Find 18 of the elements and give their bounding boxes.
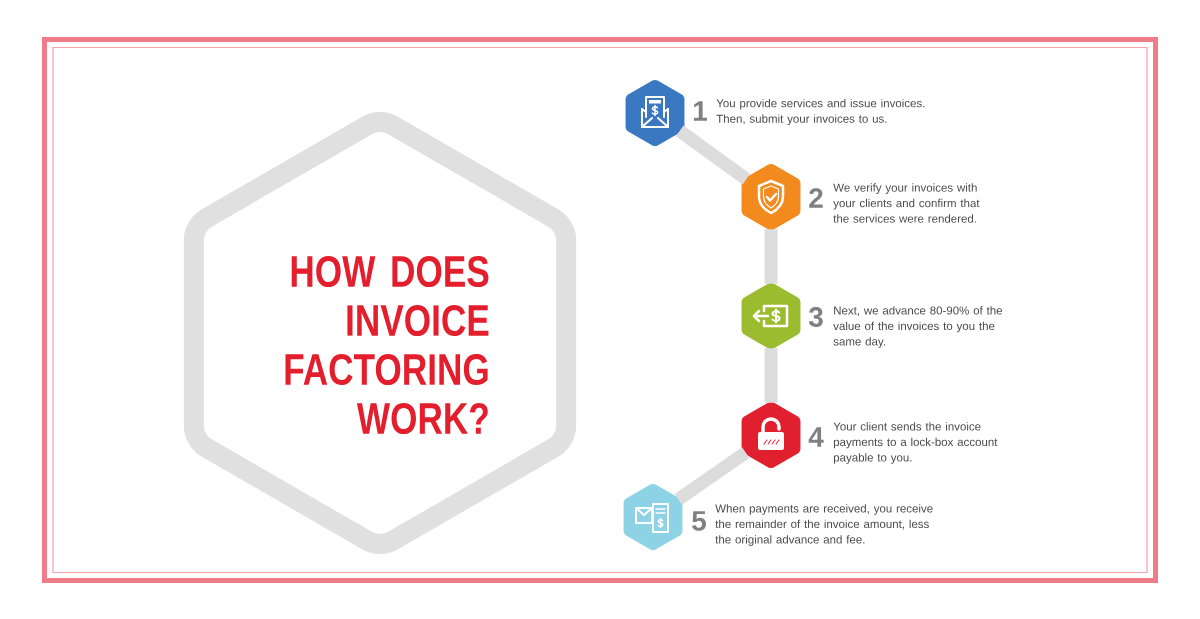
step-hexagon: [741, 282, 801, 350]
step-hexagon: [741, 163, 801, 231]
step-text: When payments are received, you receive the remainder of the invoice amount, less the original advance and fee.: [715, 504, 933, 546]
step-text: Your client sends the invoice payments to a lock-box account payable to you.: [833, 422, 998, 464]
connector-line: [675, 125, 751, 185]
title: HOW DOES INVOICE FACTORING WORK?: [285, 255, 489, 435]
step-number: 1: [694, 101, 707, 121]
step-number: 4: [808, 427, 824, 447]
connector-line: [674, 447, 750, 505]
step-hexagon: [625, 79, 685, 147]
step-number: 5: [692, 511, 706, 531]
step-text: You provide services and issue invoices. Then, submit your invoices to us.: [716, 98, 925, 126]
step-text: We verify your invoices with your clients and confirm that the services were rendered.: [833, 183, 980, 223]
step-number: 3: [808, 307, 823, 327]
step-text: Next, we advance 80-90% of the value of the invoices to you the same day.: [833, 306, 1003, 348]
connector-line: [764, 348, 778, 403]
connector-line: [764, 229, 778, 284]
step-number: 2: [809, 188, 823, 208]
